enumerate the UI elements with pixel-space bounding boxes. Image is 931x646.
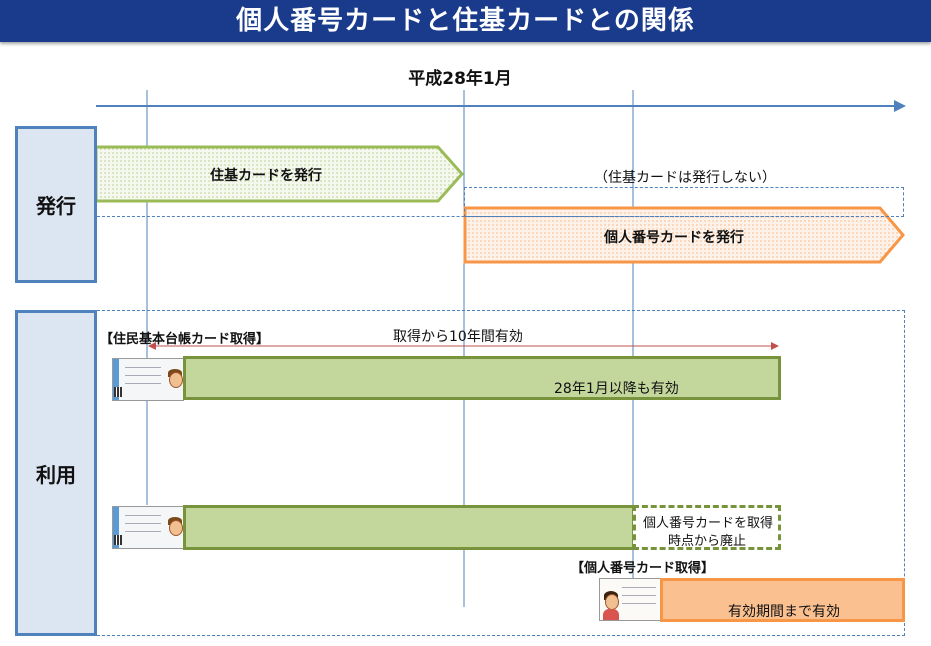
valid-10-years-text: 取得から10年間有効 [393,329,523,345]
card-line [125,531,161,532]
section-usage-label: 利用 [36,462,76,487]
card-stripe [113,507,119,548]
date-label: 平成28年1月 [408,69,512,89]
mynumber-issue-text: 個人番号カードを発行 [604,230,744,246]
card-line [125,515,161,516]
card-stripe [113,359,119,400]
usage-dashed-area [97,310,905,636]
page-title: 個人番号カードと住基カードとの関係 [236,6,695,36]
card-line [622,595,656,596]
qr-icon [114,535,122,545]
validity-arrowhead-right [771,342,779,350]
validity-arrowhead-left [148,342,156,350]
card-line [622,587,656,588]
avatar-body [603,609,619,620]
card-line [125,367,161,368]
juki-not-issued-text: （住基カードは発行しない） [594,170,776,186]
juki-card-image-2 [112,506,184,549]
mynumber-acquire-label: 【個人番号カード取得】 [571,561,715,576]
section-issuance-label: 発行 [36,194,76,218]
mynumber-card-image [599,578,661,621]
valid-after-text: 28年1月以降も有効 [554,381,679,397]
juki-abolished-segment [633,505,781,550]
avatar-face [169,520,183,536]
juki-acquire-label: 【住民基本台帳カード取得】 [100,332,270,347]
card-line [125,523,161,524]
juki-issue-text: 住基カードを発行 [210,168,322,184]
avatar-face [605,594,619,610]
qr-icon [114,387,122,397]
mynumber-valid-bar [660,578,905,622]
section-issuance: 発行 [15,126,97,283]
card-line [125,383,161,384]
abolish-text-line1: 個人番号カードを取得 [643,516,774,531]
timeline-arrowhead [894,100,906,112]
abolish-text-line2: 時点から廃止 [668,534,747,549]
juki-valid-bar-until-mynumber [183,505,635,550]
avatar-face [169,372,183,388]
card-line [622,603,656,604]
section-usage: 利用 [15,310,97,636]
mynumber-issue-arrow [463,206,905,264]
card-line [125,375,161,376]
juki-valid-bar [183,356,781,400]
title-bar [0,0,931,42]
juki-card-image-1 [112,358,184,401]
valid-until-expiry-text: 有効期間まで有効 [728,604,840,620]
juki-not-issued-box [464,187,904,217]
